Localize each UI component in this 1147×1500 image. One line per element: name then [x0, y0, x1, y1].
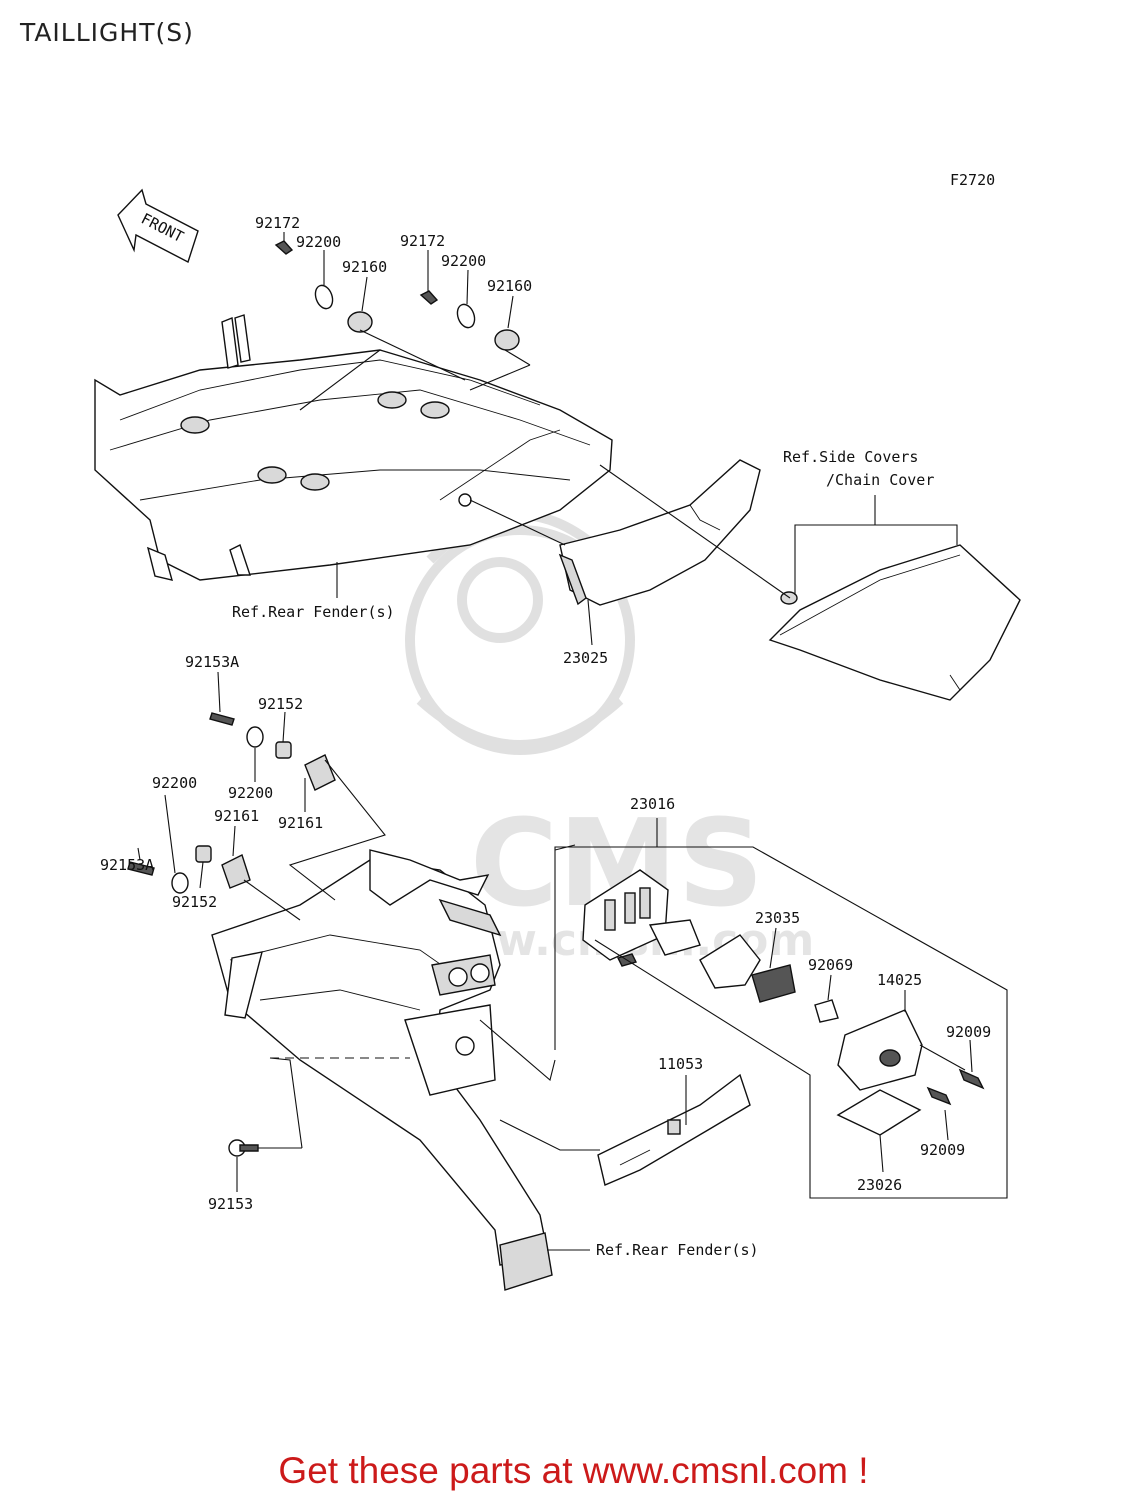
label-92161-a: 92161 — [214, 807, 259, 825]
washer-92200-b — [456, 303, 476, 329]
label-23025: 23025 — [563, 649, 608, 667]
label-92153: 92153 — [208, 1195, 253, 1213]
collar-92152-a — [275, 741, 292, 759]
label-92153A-b: 92153A — [100, 856, 154, 874]
lens-14025 — [837, 1009, 923, 1091]
label-92161-b: 92161 — [278, 814, 323, 832]
label-92153A-a: 92153A — [185, 653, 239, 671]
label-92152-b: 92152 — [172, 893, 217, 911]
label-23035: 23035 — [755, 909, 800, 927]
label-92069: 92069 — [808, 956, 853, 974]
label-ref-side-covers: Ref.Side Covers — [783, 448, 918, 466]
screw-92009-a — [958, 1068, 985, 1090]
label-92200-b: 92200 — [441, 252, 486, 270]
washer-92200-a — [314, 284, 334, 310]
label-92160-a: 92160 — [342, 258, 387, 276]
rear-frame-assembly — [94, 314, 613, 581]
label-92152-a: 92152 — [258, 695, 303, 713]
label-23016: 23016 — [630, 795, 675, 813]
seal-23025 — [558, 553, 587, 606]
label-ref-rear-fender-bottom: Ref.Rear Fender(s) — [596, 1241, 759, 1259]
label-92009-b: 92009 — [920, 1141, 965, 1159]
grommet-92160-a — [347, 311, 373, 333]
page-title: TAILLIGHT(S) — [20, 18, 194, 47]
rear-fender-lower — [211, 849, 553, 1291]
label-23026: 23026 — [857, 1176, 902, 1194]
label-11053: 11053 — [658, 1055, 703, 1073]
parts-diagram: CMS www.cmsnl.com FRONT F2720 — [94, 171, 1021, 1291]
washer-92200-d — [171, 872, 189, 894]
grommet-92161-a — [304, 754, 336, 791]
washer-92200-c — [246, 726, 264, 748]
label-92172-a: 92172 — [255, 214, 300, 232]
label-92200-c: 92200 — [152, 774, 197, 792]
label-92200-a: 92200 — [296, 233, 341, 251]
gasket-23026 — [836, 1089, 922, 1136]
screw-92009-b — [926, 1086, 952, 1106]
figure-code: F2720 — [950, 171, 995, 189]
footer-link[interactable]: Get these parts at www.cmsnl.com ! — [278, 1450, 869, 1491]
socket — [699, 934, 761, 989]
front-arrow-icon: FRONT — [117, 188, 199, 264]
bolt-92172-a — [274, 240, 294, 255]
label-14025: 14025 — [877, 971, 922, 989]
bolt-92172-b — [419, 290, 439, 305]
side-cover — [768, 544, 1021, 701]
grommet-92160-b — [494, 329, 520, 351]
connector-23035 — [751, 964, 796, 1003]
leader-lines — [137, 232, 1008, 1251]
label-92009-a: 92009 — [946, 1023, 991, 1041]
bolt-92153A-b — [127, 861, 155, 876]
label-92160-b: 92160 — [487, 277, 532, 295]
bolt-92153 — [228, 1139, 259, 1157]
label-chain-cover: /Chain Cover — [826, 471, 934, 489]
grommet-92161-b — [221, 854, 251, 889]
bulb-92069 — [814, 999, 839, 1023]
collar-92152-b — [195, 845, 212, 863]
tail-cowl — [559, 459, 761, 606]
cms-logo-icon — [405, 510, 635, 755]
label-92200-d: 92200 — [228, 784, 273, 802]
bracket-11053 — [597, 1073, 751, 1186]
bolt-92153A-a — [209, 712, 235, 726]
label-ref-rear-fender-top: Ref.Rear Fender(s) — [232, 603, 395, 621]
label-92172-b: 92172 — [400, 232, 445, 250]
bulb — [648, 919, 701, 956]
